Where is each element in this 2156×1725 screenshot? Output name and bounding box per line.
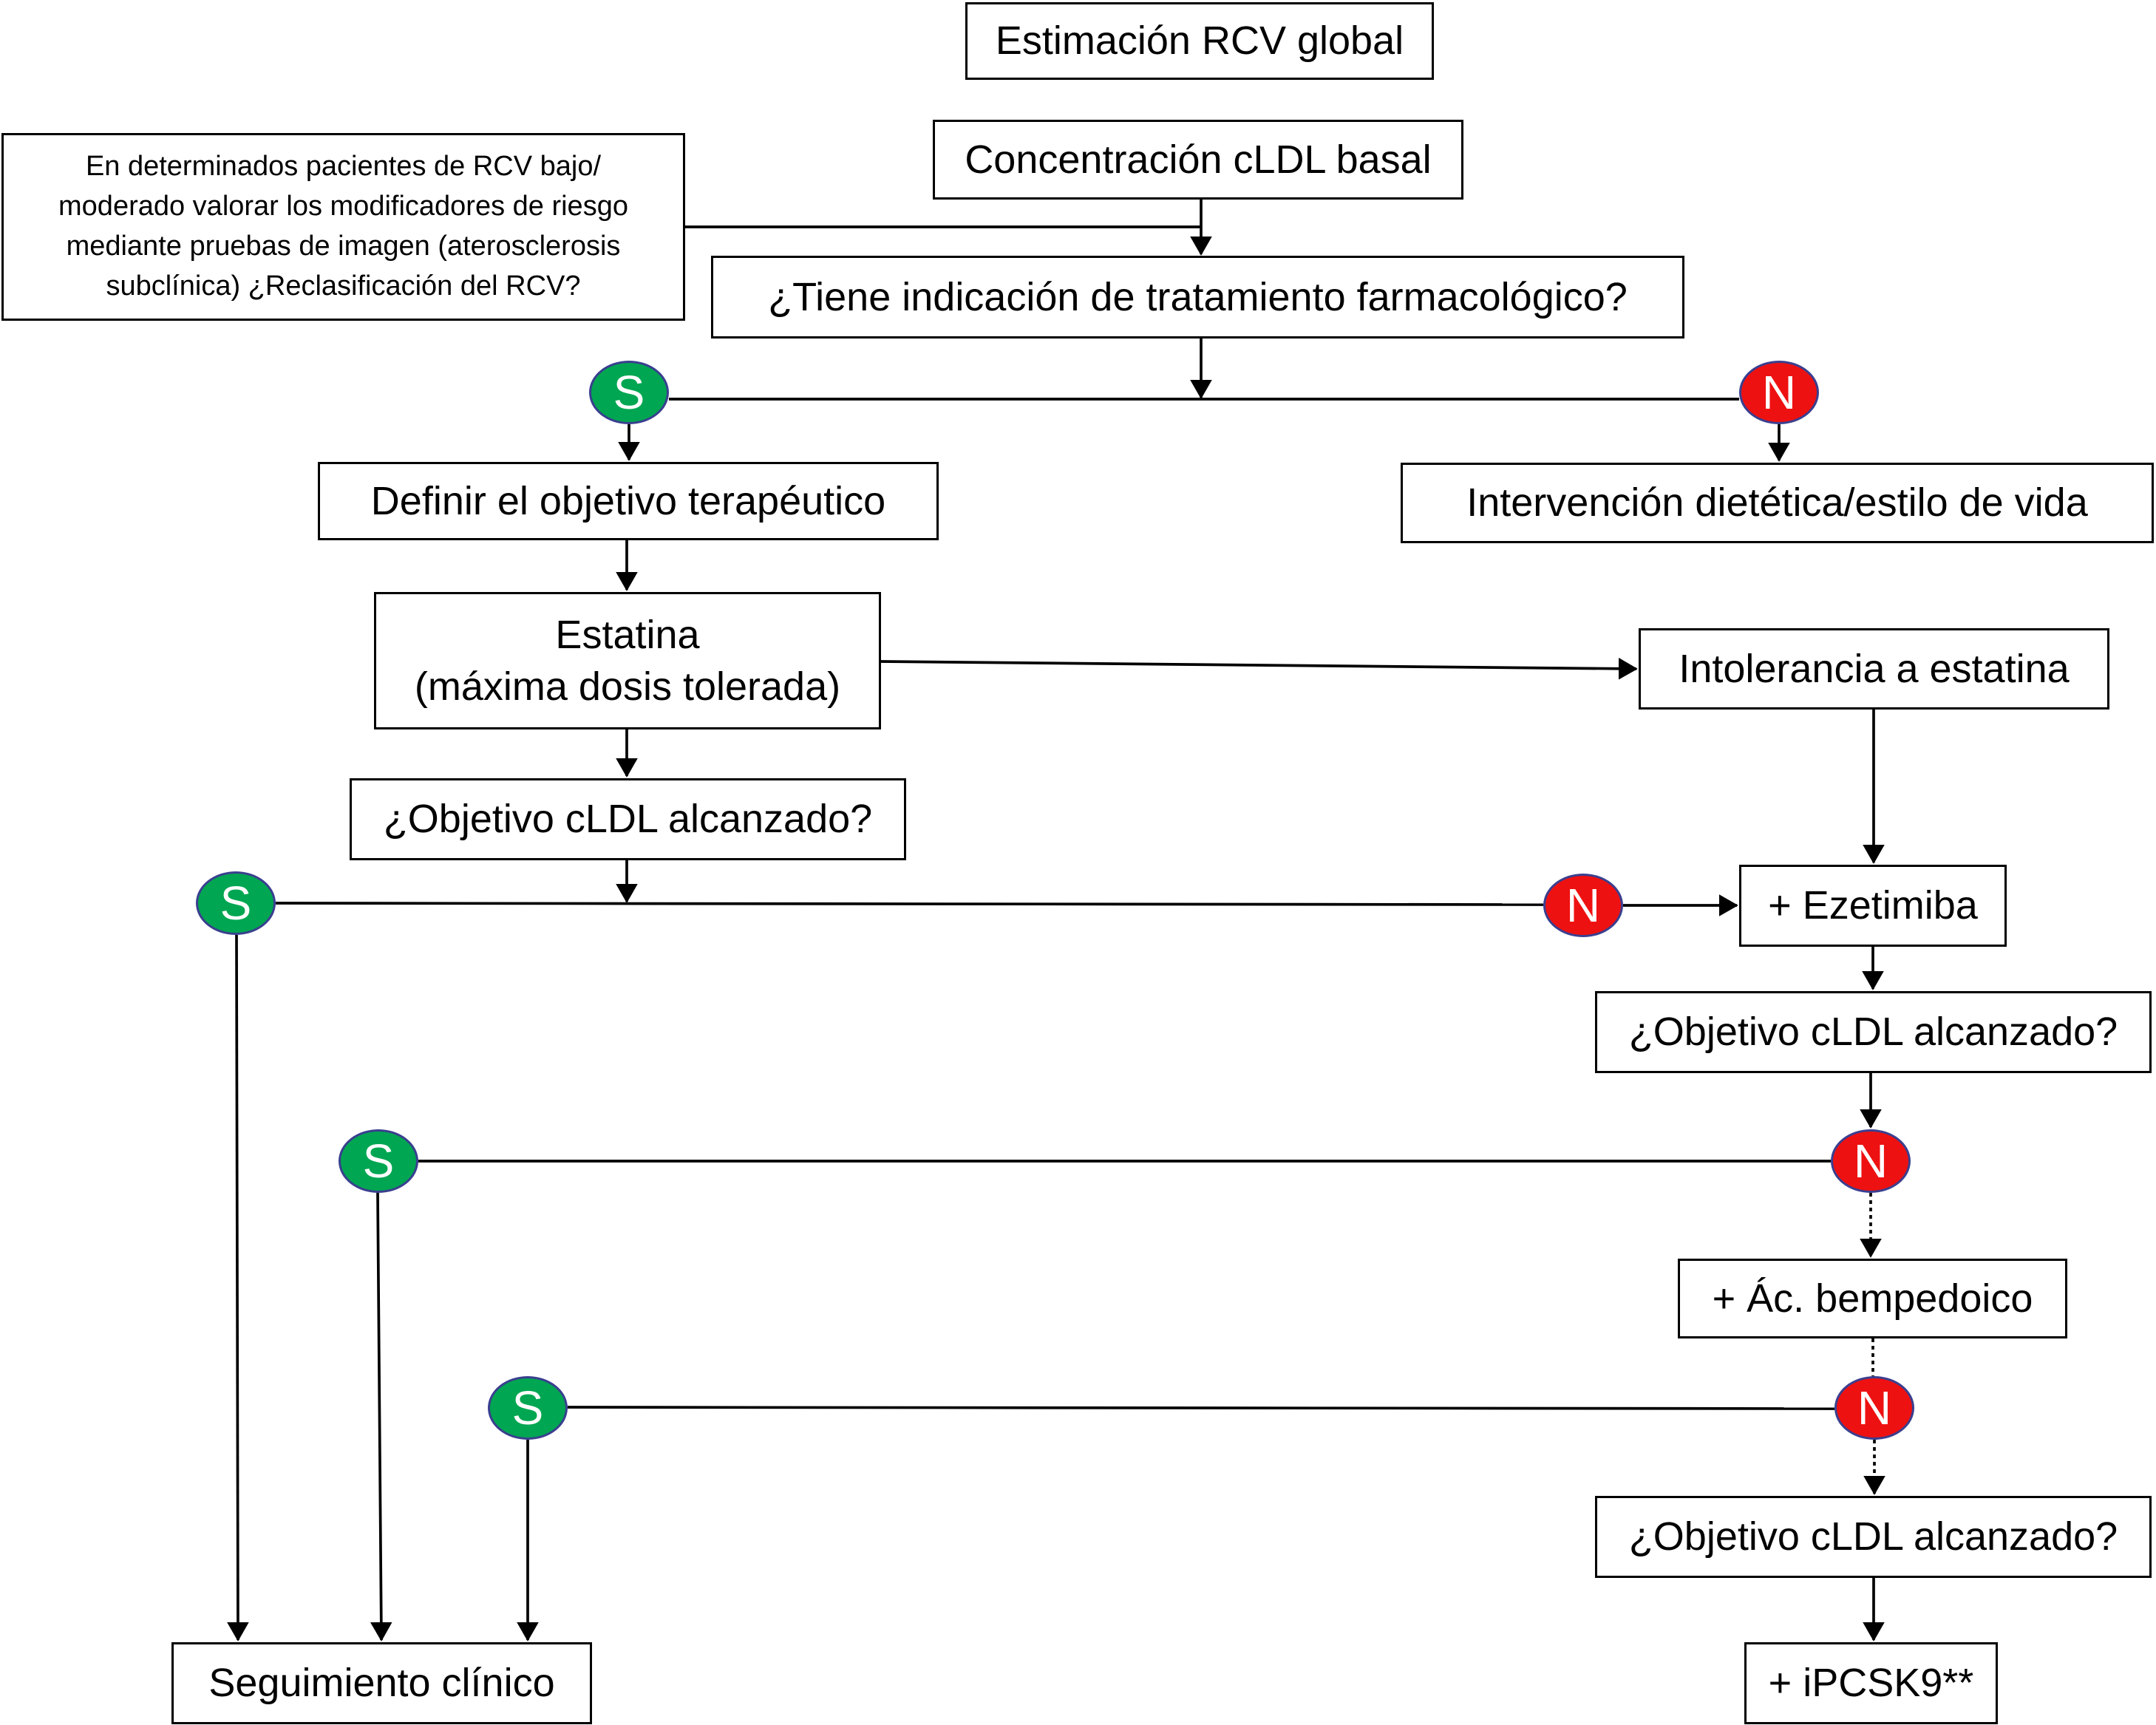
box-intervencion-dietetica: Intervención dietética/estilo de vida <box>1401 463 2154 543</box>
box-bempedoico: + Ác. bempedoico <box>1678 1259 2067 1338</box>
node-si-3: S <box>339 1129 418 1193</box>
node-no-4: N <box>1834 1376 1914 1440</box>
box-concentracion-cldl: Concentración cLDL basal <box>933 120 1463 200</box>
line-split-s2-n2 <box>275 902 1544 906</box>
node-no-2: N <box>1543 874 1623 937</box>
box-indicacion-tratamiento: ¿Tiene indicación de tratamiento farmaco… <box>711 256 1684 338</box>
box-objetivo-cldl-3: ¿Objetivo cLDL alcanzado? <box>1595 1496 2152 1578</box>
box-estatina: Estatina (máxima dosis tolerada) <box>374 592 881 729</box>
line-s4-n4 <box>567 1406 1835 1410</box>
box-definir-objetivo: Definir el objetivo terapéutico <box>318 462 939 540</box>
box-nota-reclasificacion: En determinados pacientes de RCV bajo/ m… <box>1 133 685 321</box>
arrow-s3-seguimiento <box>370 1192 392 1641</box>
box-seguimiento-clinico: Seguimiento clínico <box>171 1642 592 1724</box>
arrow-estatina-intolerancia <box>880 657 1638 680</box>
arrow-s2-seguimiento <box>227 934 249 1641</box>
node-si-1: S <box>589 361 669 424</box>
box-objetivo-cldl-2: ¿Objetivo cLDL alcanzado? <box>1595 991 2152 1073</box>
box-ezetimiba: + Ezetimiba <box>1739 865 2007 947</box>
box-objetivo-cldl-1: ¿Objetivo cLDL alcanzado? <box>350 778 906 860</box>
box-ipcsk9: + iPCSK9** <box>1744 1642 1998 1724</box>
box-estimacion-rcv: Estimación RCV global <box>965 2 1434 80</box>
node-si-2: S <box>196 871 276 935</box>
node-si-4: S <box>488 1376 568 1440</box>
node-no-1: N <box>1739 361 1819 424</box>
node-no-3: N <box>1831 1129 1911 1193</box>
box-intolerancia-estatina: Intolerancia a estatina <box>1639 628 2109 710</box>
